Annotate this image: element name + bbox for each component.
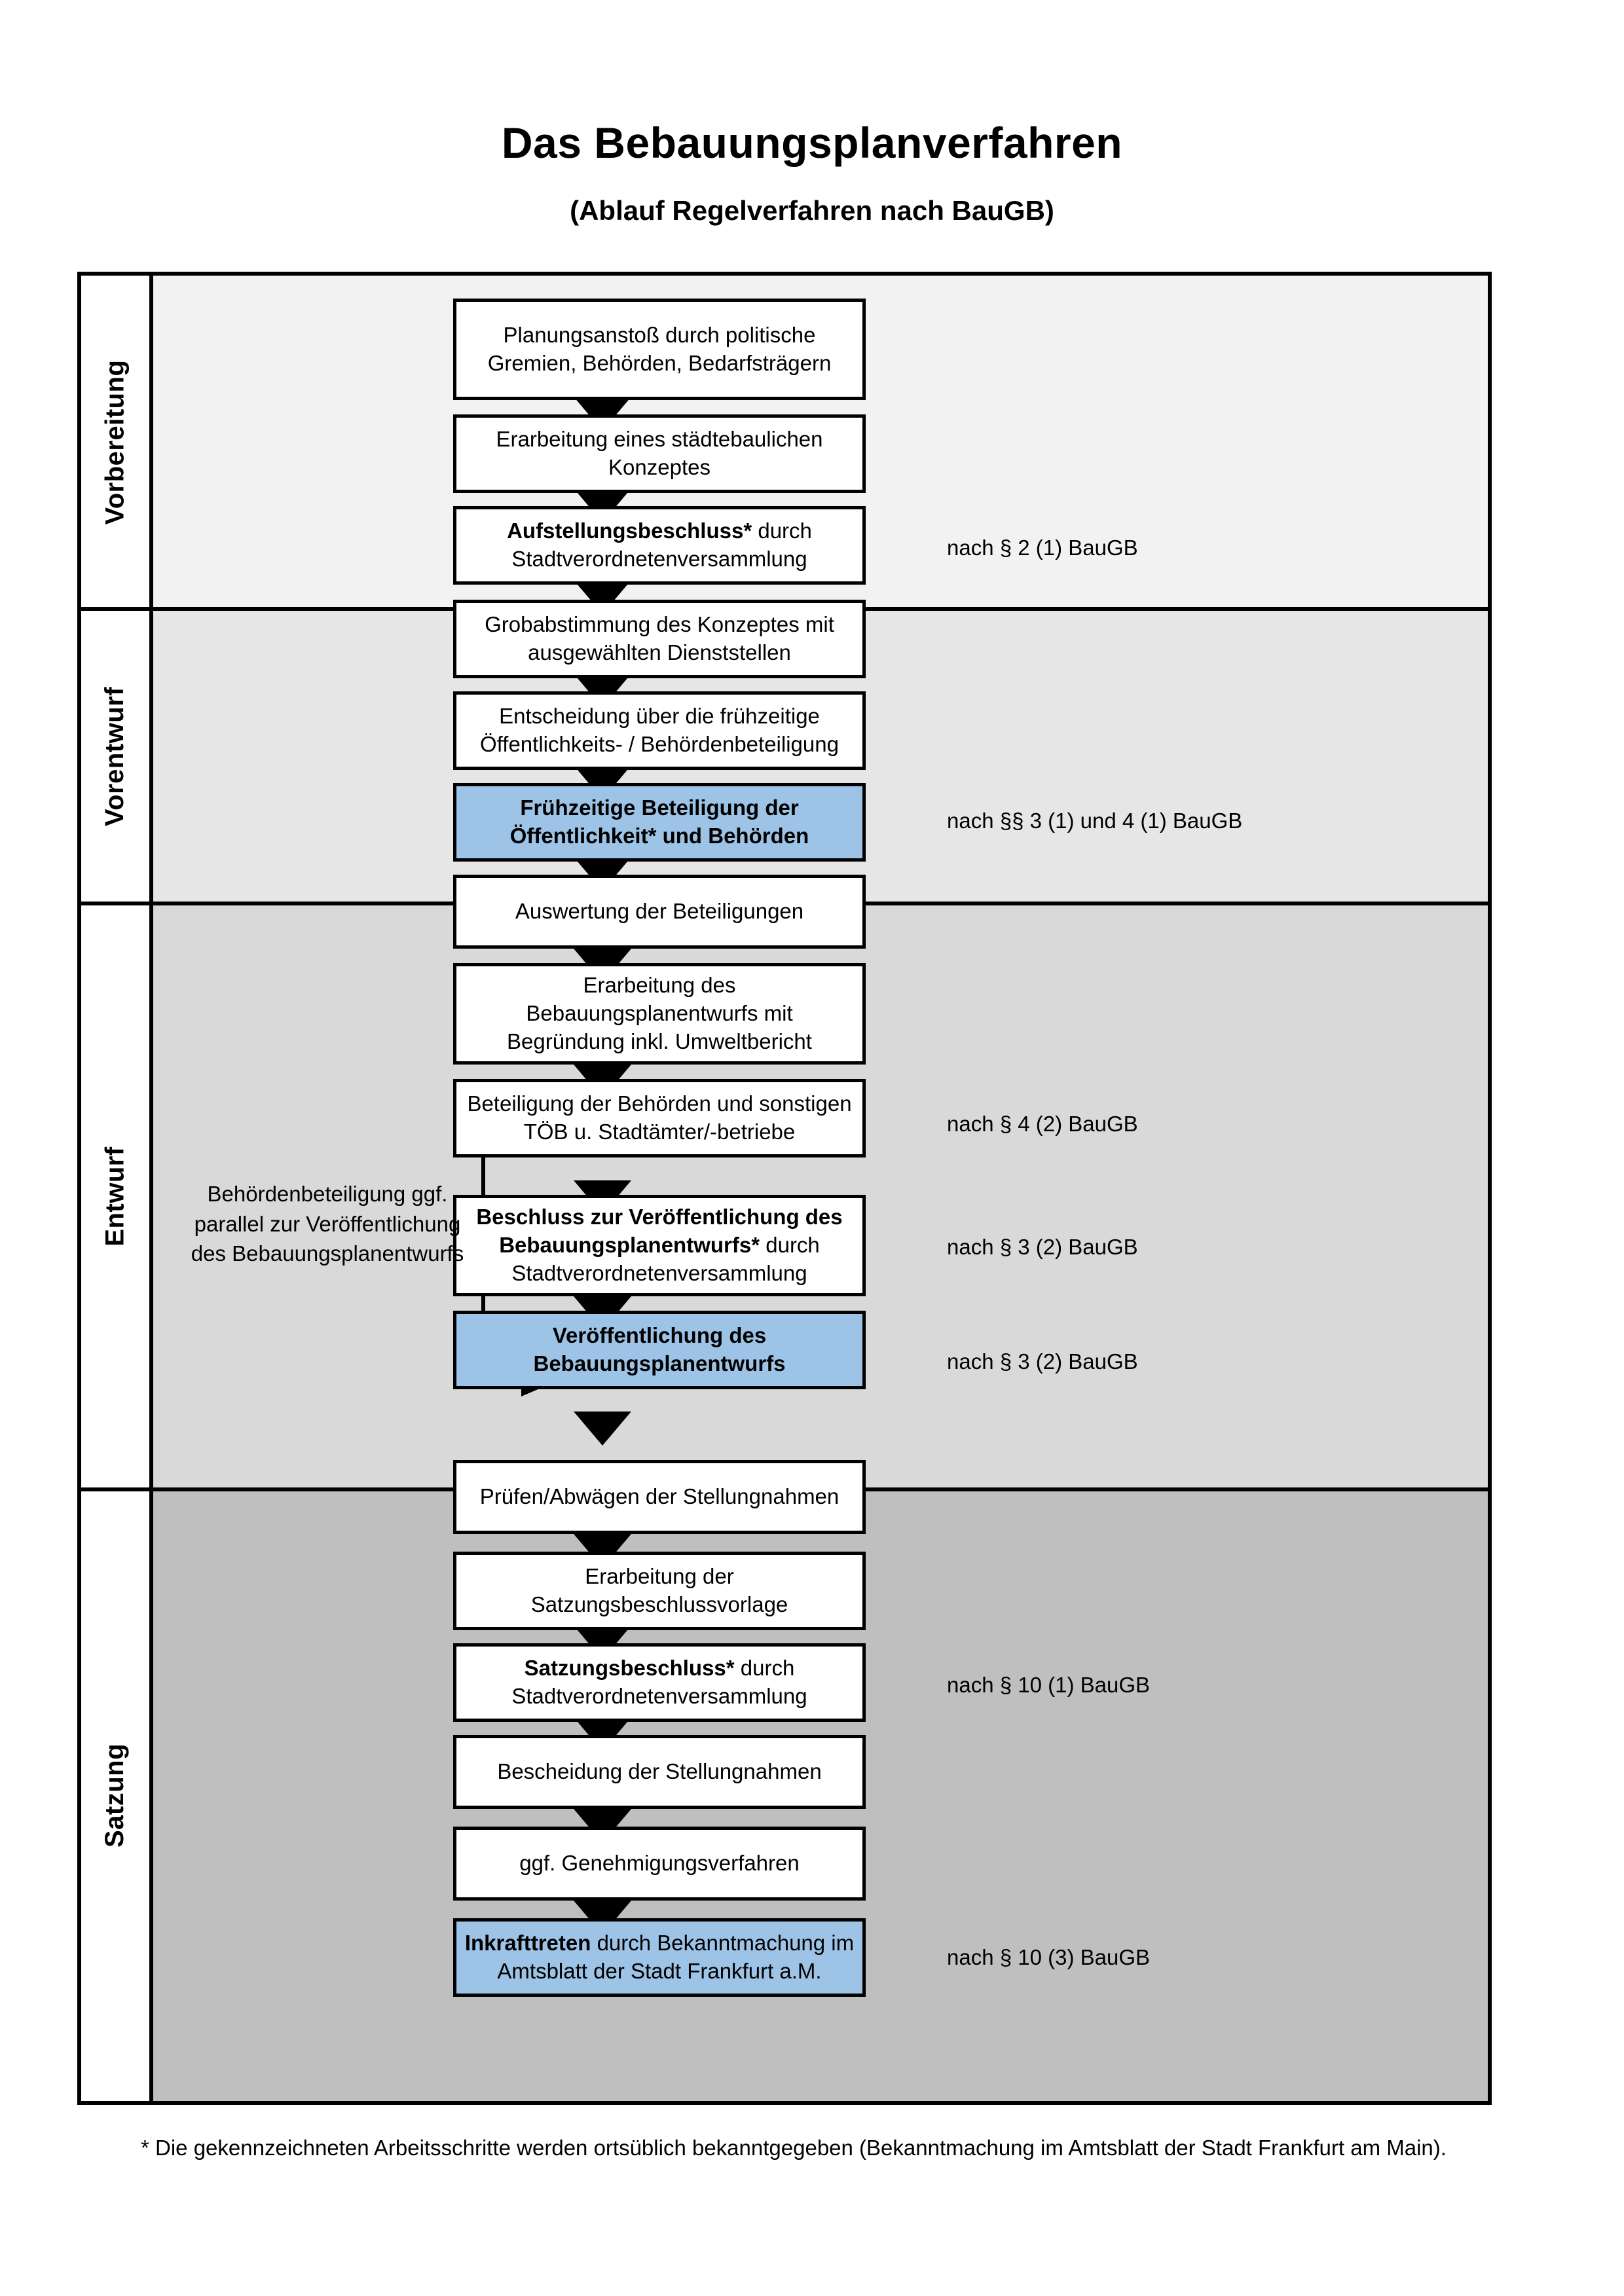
side-note-behoerdenbeteiligung: Behördenbeteiligung ggf. parallel zur Ve… [191, 1182, 464, 1266]
phase-label-satzung: Satzung [81, 1489, 149, 2101]
process-box-satzungsbeschluss[interactable]: Satzungsbeschluss* durch Stadtverordnete… [453, 1643, 866, 1722]
process-box-inkrafttreten[interactable]: Inkrafttreten durch Bekanntmachung im Am… [453, 1918, 866, 1997]
process-box-auswertung-beteiligungen[interactable]: Auswertung der Beteiligungen [453, 875, 866, 949]
legal-ref-4-2-baugb: nach § 4 (2) BauGB [947, 1112, 1138, 1136]
legal-ref-2-1-baugb: nach § 2 (1) BauGB [947, 536, 1138, 560]
phase-label-text: Entwurf [100, 1146, 130, 1247]
phase-label-text: Satzung [100, 1743, 130, 1848]
process-box-label: Veröffentlichung des Bebauungsplanentwur… [464, 1322, 855, 1378]
phase-label-text: Vorbereitung [100, 359, 130, 525]
legal-ref-3-1-4-1-baugb: nach §§ 3 (1) und 4 (1) BauGB [947, 809, 1243, 833]
process-box-staedtebauliches-konzept[interactable]: Erarbeitung eines städtebaulichen Konzep… [453, 414, 866, 493]
process-box-bold-part: Beschluss zur Veröffentlichung des Bebau… [476, 1205, 843, 1258]
process-box-veroeffentlichung-entwurf[interactable]: Veröffentlichung des Bebauungsplanentwur… [453, 1311, 866, 1389]
legal-ref-3-2-baugb-veroeffentlichung: nach § 3 (2) BauGB [947, 1349, 1138, 1374]
flowchart-container: Vorbereitung Vorentwurf Entwurf Satzung [77, 272, 1492, 2105]
process-box-label: Erarbeitung eines städtebaulichen Konzep… [496, 427, 823, 479]
process-box-label: Erarbeitung der Satzungsbeschlussvorlage [530, 1564, 788, 1616]
process-box-planungsanstoss[interactable]: Planungsanstoß durch politische Gremien,… [453, 299, 866, 400]
process-box-rest: durch Stadtverordnetenversammlung [511, 1233, 820, 1285]
phase-label-entwurf: Entwurf [81, 903, 149, 1489]
process-box-aufstellungsbeschluss[interactable]: Aufstellungsbeschluss* durch Stadtverord… [453, 506, 866, 585]
process-box-rest: durch Stadtverordnetenversammlung [511, 1656, 807, 1708]
process-box-pruefen-abwaegen[interactable]: Prüfen/Abwägen der Stellungnahmen [453, 1460, 866, 1534]
process-box-label: Inkrafttreten durch Bekanntmachung im Am… [464, 1929, 855, 1986]
phase-label-text: Vorentwurf [100, 686, 130, 826]
process-box-erarbeitung-entwurf[interactable]: Erarbeitung des Bebauungsplanentwurfs mi… [453, 963, 866, 1065]
page-title: Das Bebauungsplanverfahren [501, 118, 1123, 167]
process-box-bold-part: Inkrafttreten [464, 1931, 591, 1956]
process-box-bescheidung-stellungnahmen[interactable]: Bescheidung der Stellungnahmen [453, 1735, 866, 1809]
legal-ref-3-2-baugb-beschluss: nach § 3 (2) BauGB [947, 1235, 1138, 1259]
process-box-bold-part: Aufstellungsbeschluss* [507, 519, 752, 543]
process-box-label: Auswertung der Beteiligungen [515, 899, 804, 924]
process-box-beschluss-veroeffentlichung[interactable]: Beschluss zur Veröffentlichung des Bebau… [453, 1195, 866, 1296]
process-box-rest: durch Bekanntmachung im Amtsblatt der St… [497, 1931, 855, 1983]
process-box-label: Erarbeitung des Bebauungsplanentwurfs mi… [507, 973, 812, 1053]
process-box-label: Prüfen/Abwägen der Stellungnahmen [479, 1484, 840, 1509]
page-header: Das Bebauungsplanverfahren (Ablauf Regel… [0, 0, 1624, 226]
phase-label-vorentwurf: Vorentwurf [81, 609, 149, 903]
process-box-bold-part: Veröffentlichung des Bebauungsplanentwur… [533, 1323, 786, 1376]
process-box-label: Planungsanstoß durch politische Gremien,… [487, 322, 832, 375]
phase-column-divider [149, 276, 153, 2101]
process-box-label: Satzungsbeschluss* durch Stadtverordnete… [464, 1654, 855, 1711]
process-box-label: ggf. Genehmigungsverfahren [519, 1851, 800, 1876]
process-box-beteiligung-behoerden[interactable]: Beteiligung der Behörden und sonstigen T… [453, 1079, 866, 1157]
footnote-text: * Die gekennzeichneten Arbeitsschritte w… [141, 2136, 1447, 2160]
legal-ref-10-3-baugb: nach § 10 (3) BauGB [947, 1945, 1151, 1969]
phase-label-vorbereitung: Vorbereitung [81, 276, 149, 609]
process-box-label: Aufstellungsbeschluss* durch Stadtverord… [464, 517, 855, 574]
process-box-label: Grobabstimmung des Konzeptes mit ausgewä… [485, 612, 834, 665]
page-subtitle: (Ablauf Regelverfahren nach BauGB) [570, 194, 1054, 226]
process-box-label: Bescheidung der Stellungnahmen [497, 1759, 822, 1784]
process-box-bold-part: Satzungsbeschluss* [524, 1656, 735, 1681]
process-box-genehmigungsverfahren[interactable]: ggf. Genehmigungsverfahren [453, 1827, 866, 1901]
process-box-label: Frühzeitige Beteiligung der Öffentlichke… [464, 794, 855, 850]
process-box-grobabstimmung[interactable]: Grobabstimmung des Konzeptes mit ausgewä… [453, 600, 866, 678]
legal-ref-10-1-baugb: nach § 10 (1) BauGB [947, 1673, 1151, 1697]
process-box-label: Beteiligung der Behörden und sonstigen T… [467, 1091, 852, 1144]
arrow-step11-step12 [574, 1412, 631, 1446]
process-box-satzungsbeschlussvorlage[interactable]: Erarbeitung der Satzungsbeschlussvorlage [453, 1552, 866, 1630]
process-box-fruehzeitige-beteiligung[interactable]: Frühzeitige Beteiligung der Öffentlichke… [453, 783, 866, 862]
process-box-label: Entscheidung über die frühzeitige Öffent… [480, 704, 839, 756]
process-box-bold-part: Frühzeitige Beteiligung der Öffentlichke… [509, 795, 809, 848]
process-box-rest: durch Stadtverordnetenversammlung [511, 519, 812, 571]
process-box-label: Beschluss zur Veröffentlichung des Bebau… [464, 1203, 855, 1288]
process-box-entscheidung-fruehzeitige[interactable]: Entscheidung über die frühzeitige Öffent… [453, 691, 866, 770]
